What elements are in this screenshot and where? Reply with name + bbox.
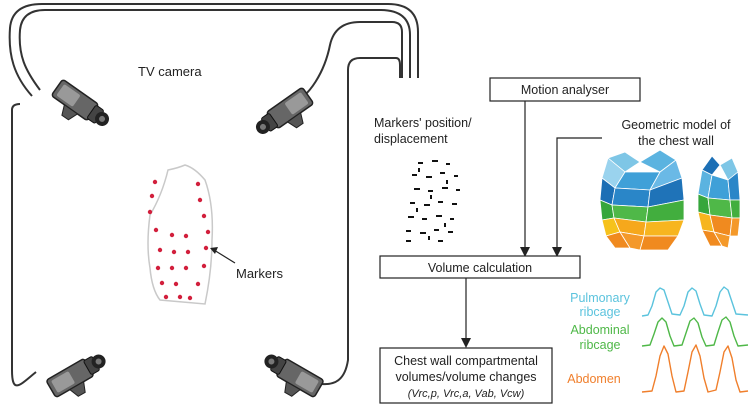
pulmonary-label-1: Pulmonary — [570, 291, 630, 305]
tv-camera-icon — [254, 348, 325, 405]
pulmonary-label-2: ribcage — [580, 305, 621, 319]
abdomen-trace — [641, 344, 749, 393]
tv-camera-icon — [45, 348, 116, 405]
model-to-volume-arrow — [556, 137, 602, 250]
torso-silhouette — [147, 164, 214, 305]
markers-position-label-2: displacement — [374, 132, 448, 146]
tv-camera-icon — [44, 78, 115, 141]
marker-cloud-icon — [406, 160, 460, 242]
tv-camera-label: TV camera — [138, 64, 202, 79]
abdominal-ribcage-trace — [641, 316, 749, 347]
abdomen-label: Abdomen — [567, 372, 621, 386]
geometric-model-label-2: the chest wall — [638, 134, 714, 148]
output-label-3: (Vrc,p, Vrc,a, Vab, Vcw) — [408, 388, 525, 400]
output-label-1: Chest wall compartmental — [394, 354, 538, 368]
chest-wall-model-side-icon — [697, 155, 741, 249]
abdominal-label-2: ribcage — [580, 338, 621, 352]
markers-pointer-arrow — [213, 249, 236, 264]
volume-calculation-box — [379, 255, 581, 279]
camera-cables — [8, 3, 419, 387]
motion-analyser-label: Motion analyser — [521, 83, 609, 97]
volume-calculation-label: Volume calculation — [428, 261, 532, 275]
abdominal-label-1: Abdominal — [570, 323, 629, 337]
chest-wall-model-icon — [599, 149, 685, 251]
markers-position-label-1: Markers' position/ — [374, 116, 472, 130]
geometric-model-label-1: Geometric model of — [621, 118, 731, 132]
tv-camera-icon — [250, 86, 321, 149]
marker-dots — [147, 179, 211, 301]
motion-analyser-box — [489, 77, 641, 102]
output-box — [379, 347, 553, 404]
markers-label: Markers — [236, 266, 283, 281]
pulmonary-ribcage-trace — [641, 286, 749, 317]
output-label-2: volumes/volume changes — [395, 370, 536, 384]
